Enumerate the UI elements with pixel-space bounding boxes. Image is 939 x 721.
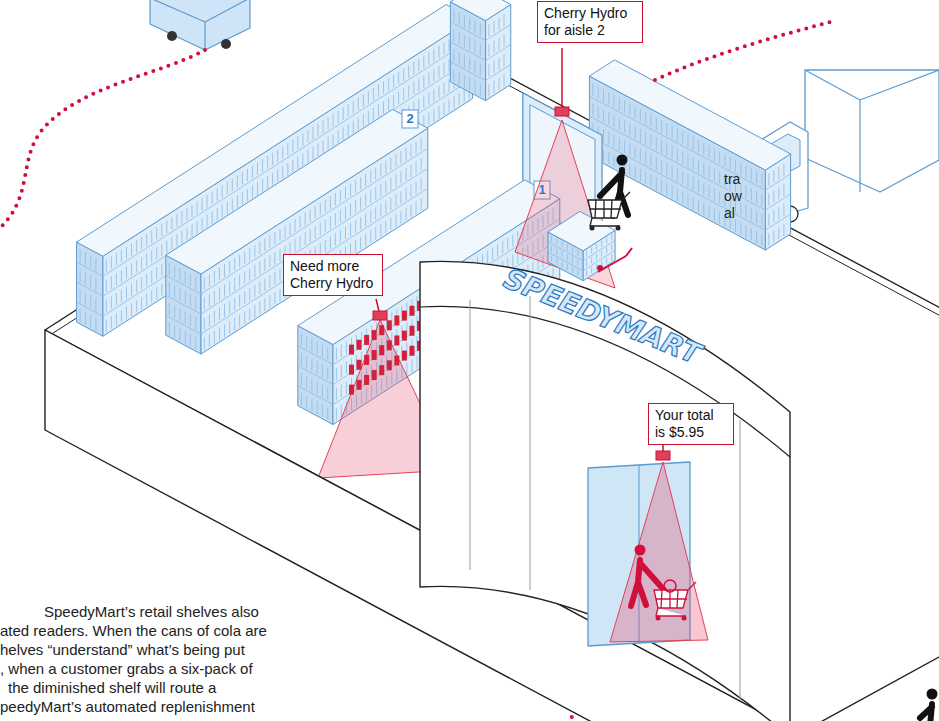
aisle-sign [402,110,418,128]
cart-wheel [656,616,661,621]
cola-can [394,335,399,345]
person-body [920,704,938,721]
person-head [617,155,628,166]
cola-can [364,355,369,365]
cart-wheel [682,616,687,621]
readers [373,48,670,460]
annotation-text: ow [724,188,742,204]
cola-can [349,345,354,355]
callout-box: Need more Cherry Hydro [283,254,383,296]
reader-field [610,462,708,642]
cola-can [394,355,399,365]
cart-wheel [590,226,595,231]
shelf-top [589,60,790,170]
body-text: ated readers. When the cans of cola are [0,622,267,639]
shopping-cart [588,192,630,231]
body-text: , when a customer grabs a six-pack of [0,660,253,677]
callout-pointer [376,48,663,451]
shelf-top [166,109,428,274]
shelf-goods [450,9,510,96]
truck-edge [805,70,939,192]
cola-can [364,375,369,385]
callout-box: Cherry Hydro for aisle 2 [537,1,643,43]
data-path [655,22,830,80]
cola-can [379,325,384,335]
cola-can [394,315,399,325]
cola-can [357,340,362,350]
facade-column [470,296,740,700]
aisle-number: 1 [538,183,545,198]
cola-can [357,380,362,390]
body-text: the diminished shelf will route a [8,679,216,696]
body-text: peedyMart’s automated replenishment [0,698,255,715]
cola-can [364,335,369,345]
cola-can [349,385,354,395]
shelf-goods [589,84,790,247]
cart-frame [588,192,630,226]
callout-box: Your total is $5.95 [648,403,734,445]
rfid-reader [555,107,569,116]
cola-can [409,306,414,316]
truck-edge [150,0,250,50]
cart-wheel [616,226,621,231]
cola-can [387,320,392,330]
body-text: SpeedyMart’s retail shelves also [44,603,259,620]
cola-can [372,330,377,340]
truck-wheel [221,39,231,49]
callout-text: Cherry Hydro for aisle 2 [544,5,636,39]
cola-can [379,345,384,355]
aisle-number: 2 [406,112,413,127]
data-path [0,50,205,228]
rfid-reader [656,451,670,460]
cola-can [387,340,392,350]
cola-can [357,360,362,370]
delivery-truck [150,0,250,50]
cola-can [372,350,377,360]
wall-shelf [589,60,790,250]
annotation-text: tra [724,171,740,187]
person-head [635,545,646,556]
annotation-text: al [724,205,735,221]
cola-can [402,331,407,341]
pallet-tag [597,265,603,271]
callout-text: Need more Cherry Hydro [290,258,376,292]
cart-frame [654,582,696,616]
cola-can [387,360,392,370]
delivery-truck [805,70,939,192]
cola-cans [349,296,430,395]
shelf-goods [548,234,615,276]
passerby [920,689,938,721]
cola-can [372,370,377,380]
cart-cans [664,580,676,592]
cola-can [409,346,414,356]
pallet-jack-handle [598,248,632,272]
cola-can [409,326,414,336]
cola-can [349,365,354,375]
truck-wheel [167,31,177,41]
rfid-reader [373,311,387,320]
wall-shelf [450,0,510,101]
body-text: helves “understand” what’s being put [0,641,245,658]
callout-text: Your total is $5.95 [655,407,727,441]
entrance-facade [420,261,790,721]
cola-can [402,311,407,321]
cola-can [379,365,384,375]
person-head [927,689,938,700]
cola-can [402,351,407,361]
